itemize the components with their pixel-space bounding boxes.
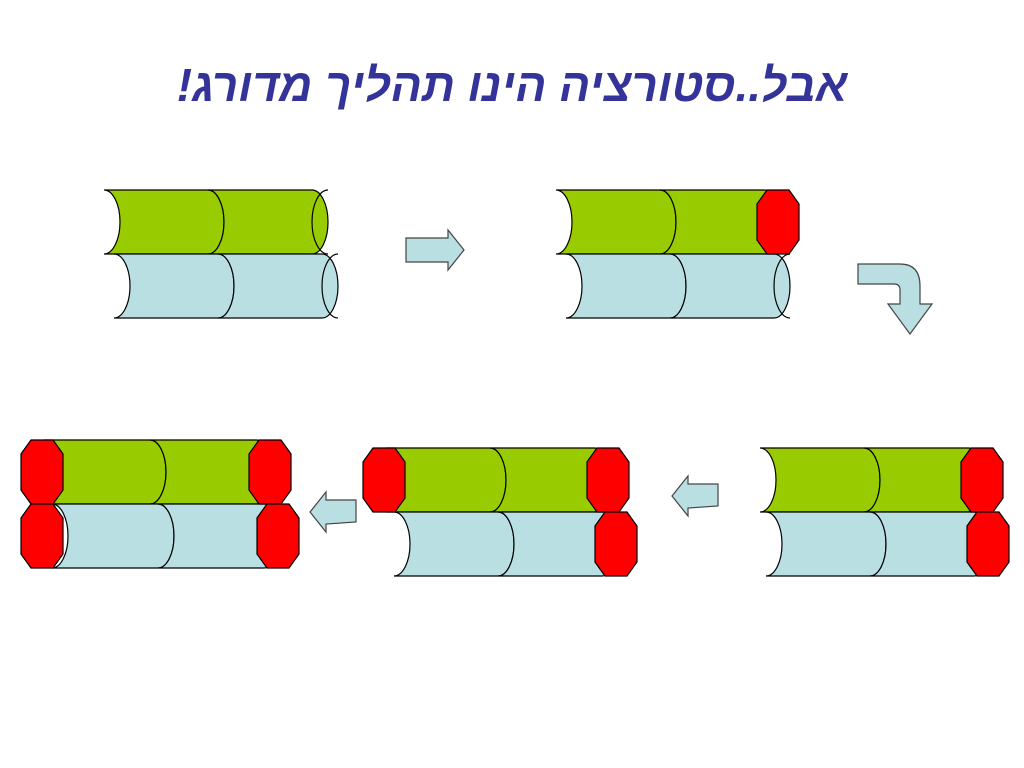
stage-2 (555, 189, 800, 319)
stage-5 (20, 439, 300, 569)
arrow-stage-2-to-3 (857, 263, 934, 336)
cap-top-right (586, 447, 630, 513)
cap-top-right (248, 439, 292, 505)
cap-bottom-right (966, 511, 1010, 577)
bottom-strand-segment (51, 503, 175, 569)
top-strand-segment (103, 189, 225, 255)
cap-top-left (362, 447, 406, 513)
slide-title: אבל..סטורציה הינו תהליך מדורג! (176, 59, 848, 111)
cap-bottom-right (594, 511, 638, 577)
bottom-strand-segment (565, 253, 687, 319)
top-strand-segment (555, 189, 677, 255)
stage-1 (103, 189, 339, 319)
bottom-strand-segment (217, 253, 339, 319)
bottom-strand-end (321, 253, 339, 319)
cap-bottom-right (256, 503, 300, 569)
arrow-stage-4-to-5 (309, 490, 357, 534)
top-strand-segment (207, 189, 329, 255)
cap-top-left (20, 439, 64, 505)
arrow-stage-1-to-2 (405, 228, 465, 272)
cap-top-right (756, 189, 800, 255)
cap-top-right (960, 447, 1004, 513)
bottom-strand-segment (765, 511, 887, 577)
stage-4 (362, 447, 638, 577)
top-strand-end (311, 189, 329, 255)
bottom-strand-segment (113, 253, 235, 319)
arrow-stage-3-to-4 (671, 474, 719, 518)
bottom-strand-segment (393, 511, 515, 577)
cap-bottom-left (20, 503, 64, 569)
top-strand-segment (759, 447, 881, 513)
bottom-strand-segment (669, 253, 791, 319)
stage-3 (759, 447, 1010, 577)
bottom-strand-end (773, 253, 791, 319)
